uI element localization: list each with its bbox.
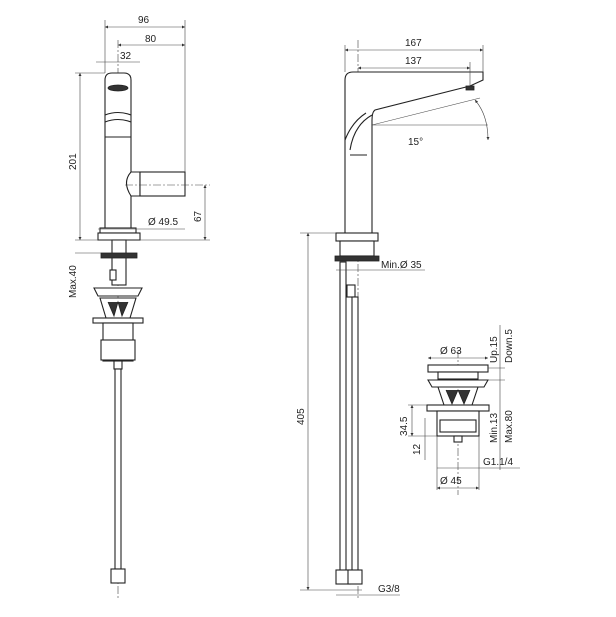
dim-34-5: 34.5 [399, 416, 410, 436]
dim-96: 96 [138, 15, 150, 26]
dim-angle: 15° [408, 137, 423, 148]
dim-32: 32 [120, 51, 132, 62]
dim-min: Min.13 [489, 413, 500, 443]
dim-base-diameter: Ø 49.5 [148, 217, 178, 228]
dim-max: Max.80 [504, 410, 515, 443]
pop-up-waste: Ø 63 Up.15 Down.5 Min.13 Max.80 34.5 12 … [399, 325, 520, 495]
dim-201: 201 [68, 153, 79, 170]
dim-12: 12 [412, 443, 423, 455]
dim-167: 167 [405, 38, 422, 49]
dim-405: 405 [296, 408, 307, 425]
dim-body-diameter: Ø 45 [440, 476, 462, 487]
front-view-faucet: 167 137 15° 405 Min.Ø 35 G3/8 [296, 38, 490, 600]
side-view-faucet: 96 80 32 201 67 Ø 49.5 Max.40 [68, 15, 210, 600]
dim-hole: Min.Ø 35 [381, 260, 422, 271]
dim-80: 80 [145, 34, 157, 45]
dim-g114: G1.1/4 [483, 457, 513, 468]
dim-67: 67 [193, 210, 204, 222]
dim-up: Up.15 [489, 336, 500, 363]
dim-g38: G3/8 [378, 584, 400, 595]
dim-max-40: Max.40 [68, 265, 79, 298]
dim-cap-diameter: Ø 63 [440, 346, 462, 357]
dim-down: Down.5 [504, 329, 515, 363]
dim-137: 137 [405, 56, 422, 67]
